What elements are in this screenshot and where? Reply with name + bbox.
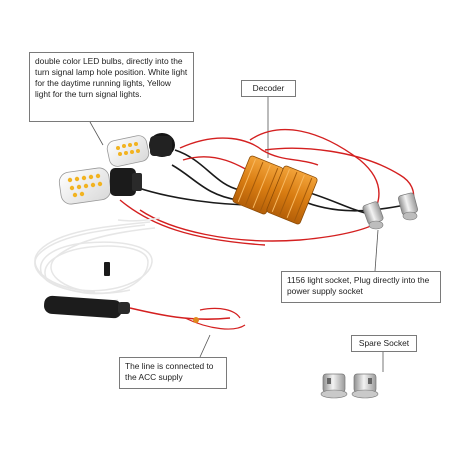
callout-leaders (89, 97, 384, 372)
socket-1156-right (398, 192, 418, 221)
led-bulb-top (106, 133, 175, 167)
decoder-resistors (232, 155, 318, 225)
coil-ties (104, 262, 110, 276)
callout-1156-socket: 1156 light socket, Plug directly into th… (281, 271, 441, 303)
callout-acc-line: The line is connected to the ACC supply (119, 357, 227, 389)
led-bulb-bottom (58, 167, 142, 205)
red-wires (119, 128, 415, 246)
spare-sockets (320, 373, 379, 399)
acc-plug (44, 295, 246, 330)
socket-1156-left (362, 201, 384, 230)
white-wire-coil (34, 217, 161, 295)
callout-bulbs: double color LED bulbs, directly into th… (29, 52, 194, 122)
callout-spare-socket: Spare Socket (351, 335, 417, 352)
callout-decoder: Decoder (241, 80, 296, 97)
